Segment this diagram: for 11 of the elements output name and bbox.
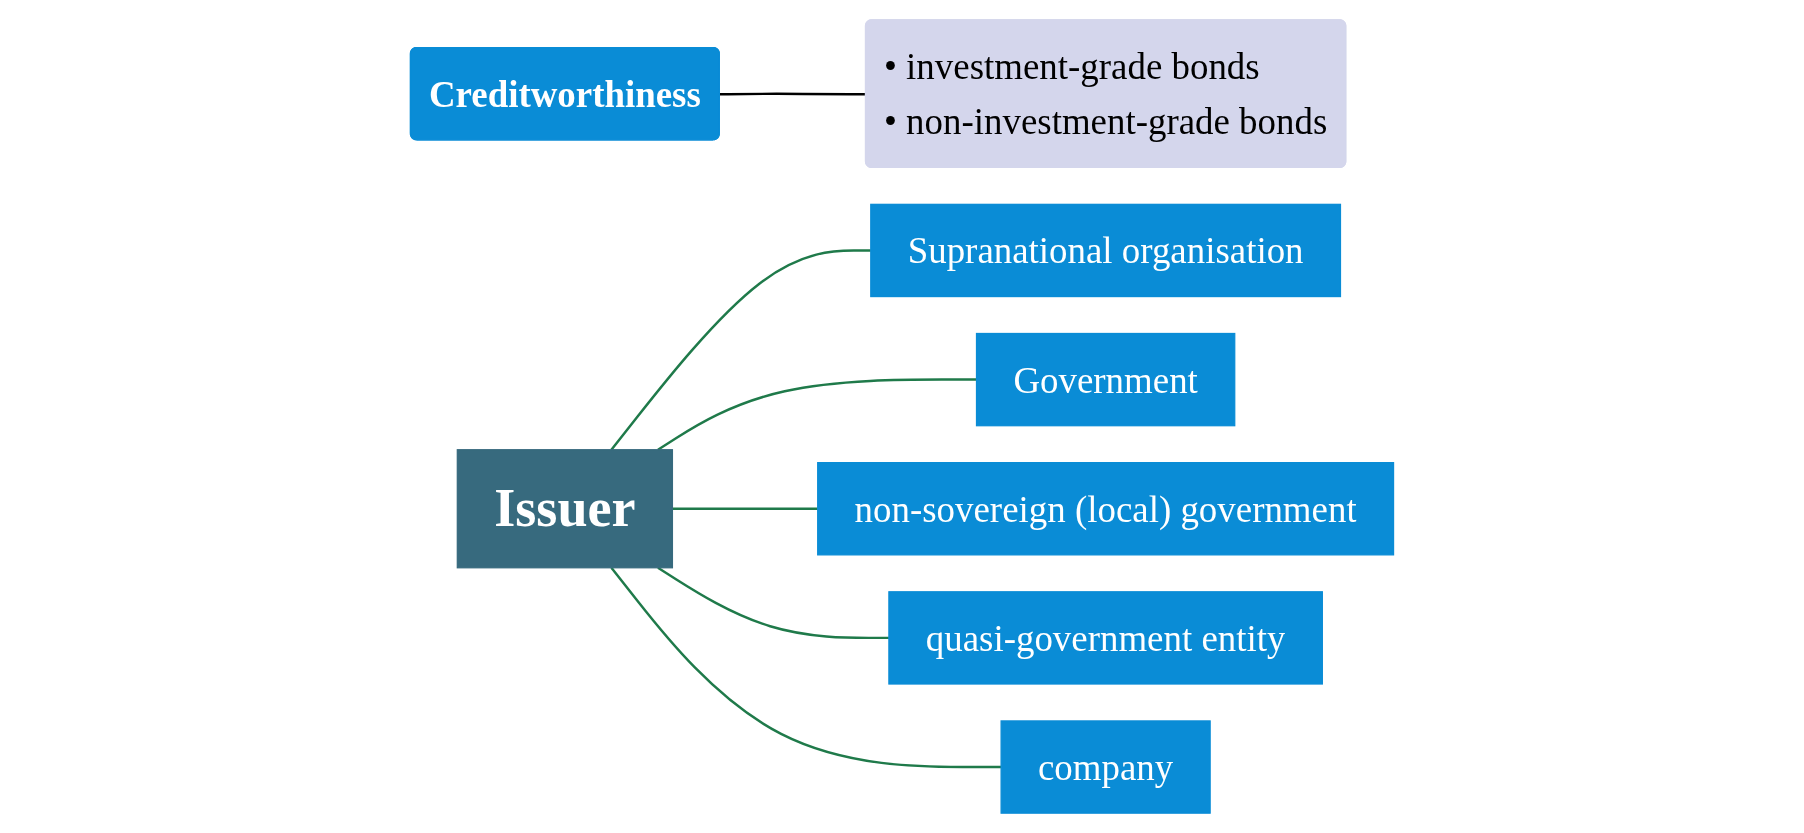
node-box: quasi-government entity — [888, 591, 1323, 685]
node-box: Government — [975, 332, 1236, 427]
node-box: Issuer — [456, 449, 674, 569]
node-box: Supranational organisation — [870, 203, 1342, 298]
connector — [657, 566, 889, 640]
connector — [672, 507, 818, 510]
node-box: non-sovereign (local) government — [817, 462, 1395, 556]
connector — [610, 249, 871, 451]
connector — [610, 567, 1002, 769]
connector — [657, 378, 977, 451]
node-box: company — [1000, 720, 1211, 814]
